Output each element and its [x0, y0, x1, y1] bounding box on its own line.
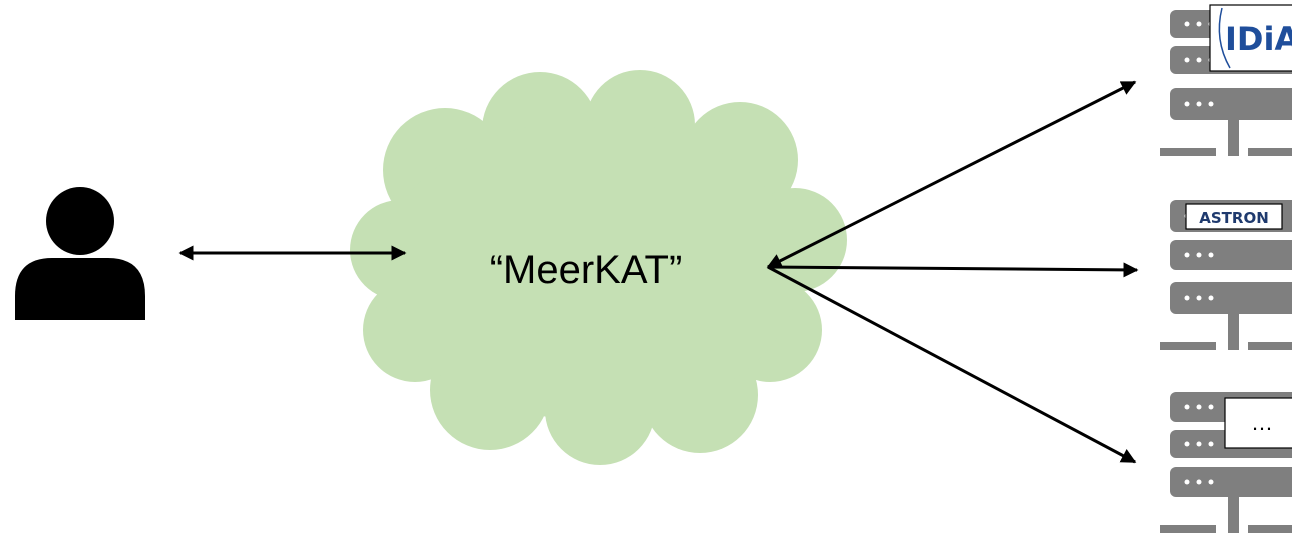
astron-logo-text: ASTRON [1199, 209, 1269, 227]
arrow-to-server-2 [767, 262, 1139, 278]
idia-logo: IDiA [1209, 4, 1292, 72]
other-logo-text: … [1251, 410, 1273, 435]
meerkat-cloud [350, 70, 847, 465]
arrow-to-server-3 [767, 265, 1137, 464]
arrow-to-server-1 [766, 80, 1137, 269]
other-logo: … [1224, 397, 1292, 449]
astron-logo: ASTRON [1185, 203, 1283, 230]
arrows [178, 80, 1139, 464]
person-icon [15, 187, 145, 320]
cloud-label: “MeerKAT” [490, 248, 683, 292]
idia-logo-text: IDiA [1225, 20, 1292, 58]
